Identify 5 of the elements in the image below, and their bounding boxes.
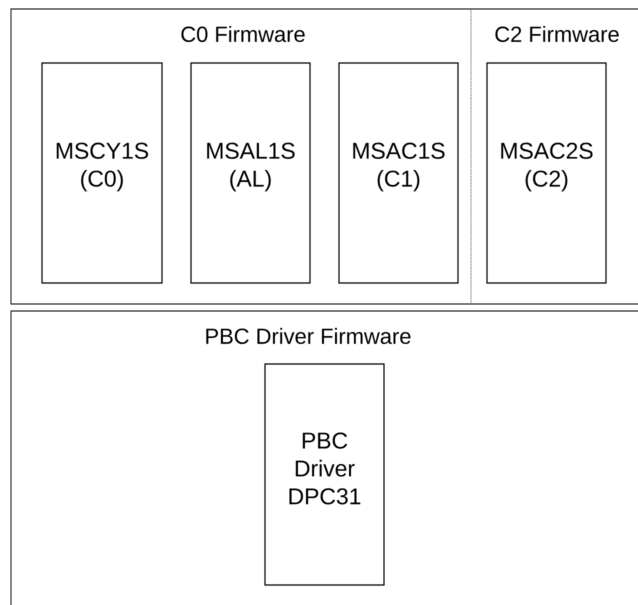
module-box: PBC Driver DPC31	[264, 363, 385, 586]
module-box: MSAC1S (C1)	[338, 62, 459, 284]
module-box: MSAC2S (C2)	[486, 62, 607, 284]
module-box: MSCY1S (C0)	[41, 62, 163, 284]
module-box: MSAL1S (AL)	[190, 62, 311, 284]
